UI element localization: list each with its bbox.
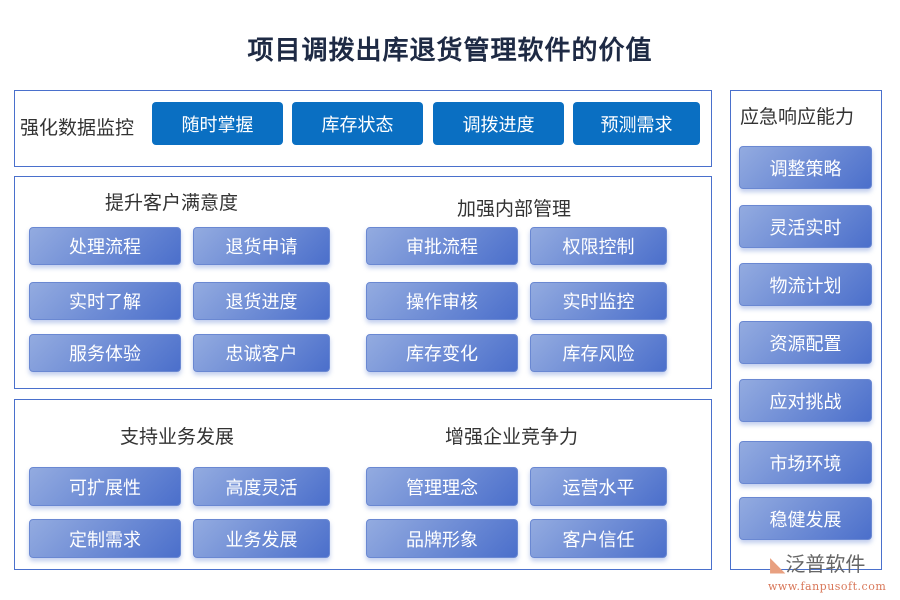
emergency-panel bbox=[730, 90, 882, 570]
monitor-item-button[interactable]: 预测需求 bbox=[573, 102, 700, 145]
business-competition-panel bbox=[14, 399, 712, 570]
group-item-button[interactable]: 高度灵活 bbox=[193, 467, 330, 506]
group-item-button[interactable]: 库存风险 bbox=[530, 334, 667, 372]
emergency-item-button[interactable]: 物流计划 bbox=[739, 263, 872, 306]
group-item-button[interactable]: 退货申请 bbox=[193, 227, 330, 265]
group-heading: 加强内部管理 bbox=[457, 198, 572, 220]
group-item-button[interactable]: 权限控制 bbox=[530, 227, 667, 265]
group-item-button[interactable]: 服务体验 bbox=[29, 334, 181, 372]
emergency-item-button[interactable]: 灵活实时 bbox=[739, 205, 872, 248]
group-item-button[interactable]: 客户信任 bbox=[530, 519, 667, 558]
emergency-label: 应急响应能力 bbox=[740, 106, 855, 128]
monitor-item-button[interactable]: 库存状态 bbox=[292, 102, 423, 145]
group-item-button[interactable]: 运营水平 bbox=[530, 467, 667, 506]
brand-logo: ◣泛普软件 bbox=[770, 552, 865, 576]
group-item-button[interactable]: 实时监控 bbox=[530, 282, 667, 320]
group-item-button[interactable]: 实时了解 bbox=[29, 282, 181, 320]
page-title: 项目调拨出库退货管理软件的价值 bbox=[247, 36, 653, 66]
group-item-button[interactable]: 操作审核 bbox=[366, 282, 518, 320]
brand-url: www.fanpusoft.com bbox=[768, 580, 887, 593]
emergency-item-button[interactable]: 稳健发展 bbox=[739, 497, 872, 540]
group-heading: 提升客户满意度 bbox=[105, 192, 239, 214]
monitor-item-button[interactable]: 随时掌握 bbox=[152, 102, 283, 145]
emergency-item-button[interactable]: 调整策略 bbox=[739, 146, 872, 189]
group-item-button[interactable]: 品牌形象 bbox=[366, 519, 518, 558]
group-item-button[interactable]: 库存变化 bbox=[366, 334, 518, 372]
group-item-button[interactable]: 审批流程 bbox=[366, 227, 518, 265]
satisfaction-management-panel bbox=[14, 176, 712, 389]
monitor-item-button[interactable]: 调拨进度 bbox=[433, 102, 564, 145]
monitor-label: 强化数据监控 bbox=[20, 117, 135, 139]
group-item-button[interactable]: 退货进度 bbox=[193, 282, 330, 320]
group-item-button[interactable]: 处理流程 bbox=[29, 227, 181, 265]
group-item-button[interactable]: 忠诚客户 bbox=[193, 334, 330, 372]
group-item-button[interactable]: 管理理念 bbox=[366, 467, 518, 506]
group-item-button[interactable]: 定制需求 bbox=[29, 519, 181, 558]
brand-mark-icon: ◣ bbox=[770, 552, 786, 576]
group-item-button[interactable]: 业务发展 bbox=[193, 519, 330, 558]
emergency-item-button[interactable]: 应对挑战 bbox=[739, 379, 872, 422]
emergency-item-button[interactable]: 资源配置 bbox=[739, 321, 872, 364]
brand-name: 泛普软件 bbox=[785, 552, 866, 576]
monitor-panel bbox=[14, 90, 712, 167]
group-heading: 增强企业竞争力 bbox=[445, 426, 579, 448]
group-heading: 支持业务发展 bbox=[120, 426, 235, 448]
emergency-item-button[interactable]: 市场环境 bbox=[739, 441, 872, 484]
group-item-button[interactable]: 可扩展性 bbox=[29, 467, 181, 506]
